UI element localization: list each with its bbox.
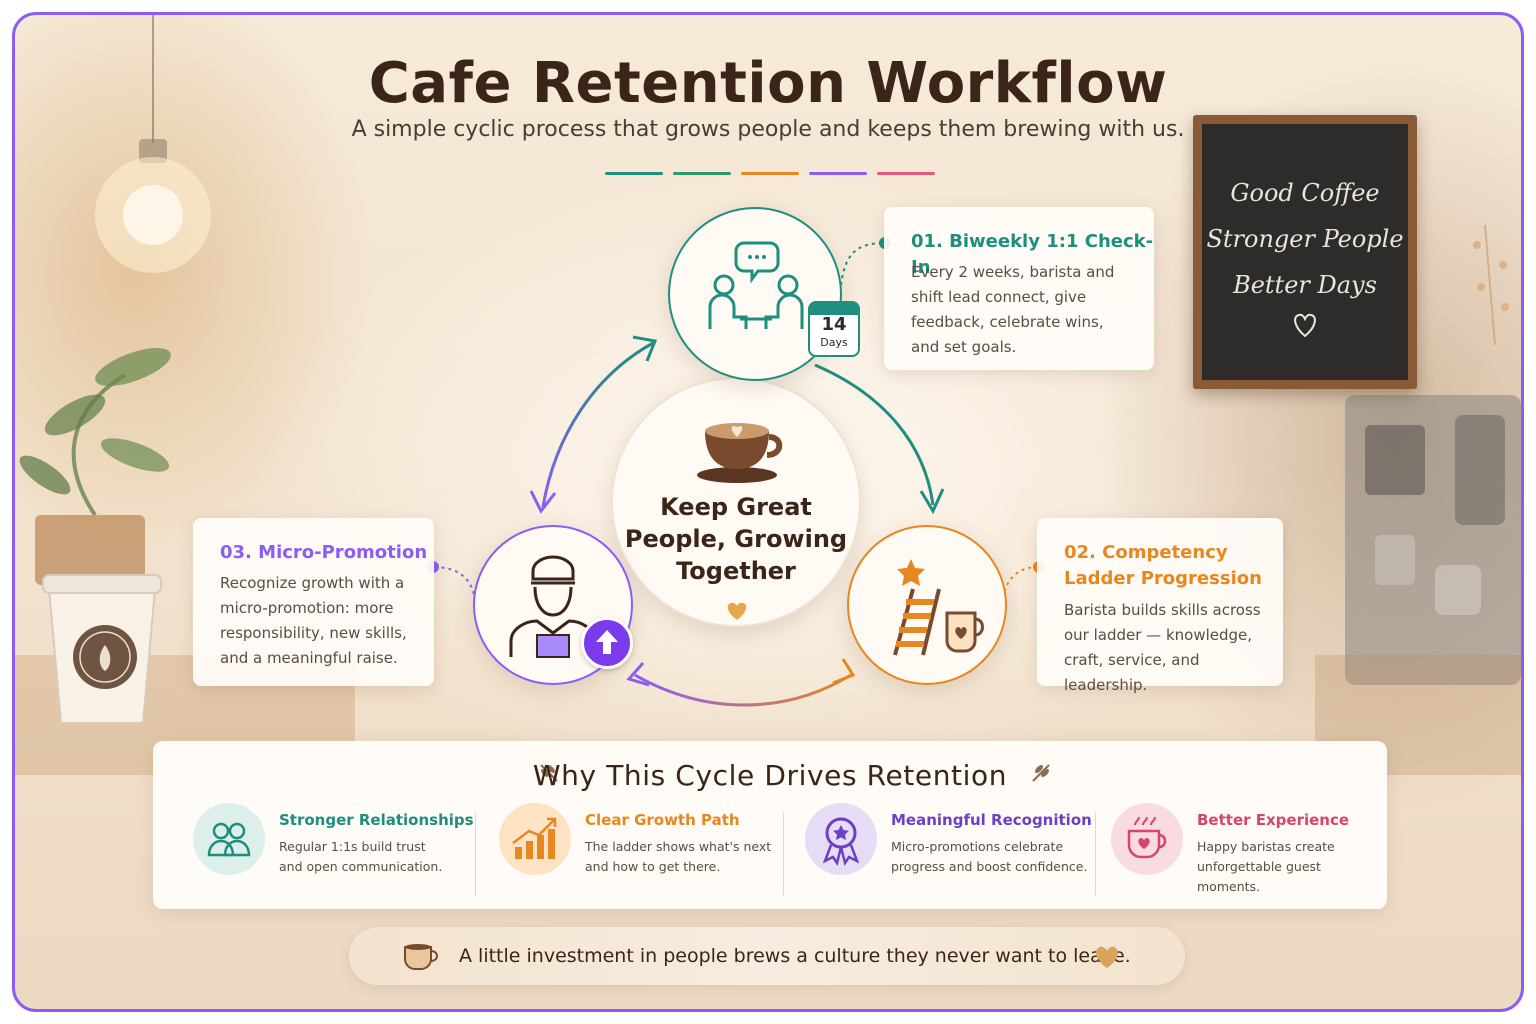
chalkboard-sign: Good Coffee Stronger People Better Days — [1193, 115, 1417, 389]
color-dash-green — [673, 172, 731, 175]
why-item-relationships: Stronger Relationships Regular 1:1s buil… — [193, 801, 474, 893]
step-2-body: Barista builds skills across our ladder … — [1064, 601, 1261, 694]
why-item-title: Stronger Relationships — [279, 811, 474, 829]
step-1-node: 14 Days — [668, 207, 860, 381]
why-item-recognition: Meaningful Recognition Micro-promotions … — [805, 801, 1095, 893]
calendar-icon — [810, 303, 858, 315]
cafe-background-decor — [15, 15, 1521, 775]
why-divider — [1095, 813, 1096, 895]
step-3-card: 03. Micro-Promotion Recognize growth wit… — [193, 518, 434, 686]
why-item-title: Meaningful Recognition — [891, 811, 1092, 829]
color-dash-pink — [877, 172, 935, 175]
chalkboard-text: Good Coffee Stronger People Better Days — [1206, 179, 1404, 299]
badge-unit: Days — [820, 336, 848, 349]
color-dash-teal — [605, 172, 663, 175]
two-people-conversation-icon — [708, 241, 804, 329]
footer-text: A little investment in people brews a cu… — [459, 945, 1131, 967]
coffee-cup-icon — [404, 944, 438, 970]
color-dash-orange — [741, 172, 799, 175]
people-group-icon — [193, 803, 265, 875]
why-item-title: Clear Growth Path — [585, 811, 740, 829]
step-1-body: Every 2 weeks, barista and shift lead co… — [911, 263, 1115, 356]
why-item-body: Regular 1:1s build trust and open commun… — [279, 839, 443, 874]
why-item-experience: Better Experience Happy baristas create … — [1111, 801, 1381, 894]
page-title: Cafe Retention Workflow — [368, 51, 1168, 116]
step-2-title: 02. Competency Ladder Progression — [1064, 542, 1262, 589]
sprig-left-icon — [540, 764, 558, 782]
footer-banner: A little investment in people brews a cu… — [349, 927, 1185, 985]
fourteen-days-badge: 14 Days — [808, 301, 860, 357]
why-item-title: Better Experience — [1197, 811, 1350, 829]
center-hub: Keep Great People, Growing Together — [611, 377, 861, 627]
why-title: Why This Cycle Drives Retention — [532, 759, 1008, 792]
why-item-body: Happy baristas create unforgettable gues… — [1197, 839, 1335, 894]
step-2-node — [847, 525, 1007, 685]
center-heart-icon — [727, 602, 747, 620]
why-item-body: The ladder shows what's next and how to … — [585, 839, 772, 874]
step-1-title: 01. Biweekly 1:1 Check-In — [911, 231, 1154, 278]
ladder-star-cup-icon — [893, 559, 984, 656]
footer-heart-icon — [1096, 946, 1118, 968]
badge-number: 14 — [821, 314, 847, 335]
why-divider — [783, 813, 784, 895]
page-subtitle: A simple cyclic process that grows peopl… — [351, 117, 1185, 142]
sprig-right-icon — [1032, 764, 1050, 782]
why-divider — [475, 813, 476, 895]
step-1-card: 01. Biweekly 1:1 Check-In Every 2 weeks,… — [884, 207, 1154, 370]
step-3-node — [473, 525, 633, 685]
center-text: Keep Great People, Growing Together — [624, 493, 848, 585]
infographic-frame: Good Coffee Stronger People Better Days … — [12, 12, 1524, 1012]
promotion-arrow-icon — [581, 617, 633, 669]
why-section: Why This Cycle Drives Retention Stronger… — [153, 741, 1387, 909]
step-2-card: 02. Competency Ladder Progression Barist… — [1037, 518, 1283, 694]
color-dash-purple — [809, 172, 867, 175]
latte-cup-icon — [697, 423, 783, 483]
step-3-body: Recognize growth with a micro-promotion:… — [220, 574, 407, 667]
heart-cup-icon — [1111, 803, 1183, 875]
step-3-title: 03. Micro-Promotion — [220, 542, 428, 563]
award-ribbon-icon — [805, 803, 877, 875]
why-item-body: Micro-promotions celebrate progress and … — [891, 839, 1088, 874]
why-item-growth: Clear Growth Path The ladder shows what'… — [499, 801, 779, 893]
growth-chart-icon — [499, 803, 571, 875]
chalk-heart-icon — [1294, 313, 1316, 338]
